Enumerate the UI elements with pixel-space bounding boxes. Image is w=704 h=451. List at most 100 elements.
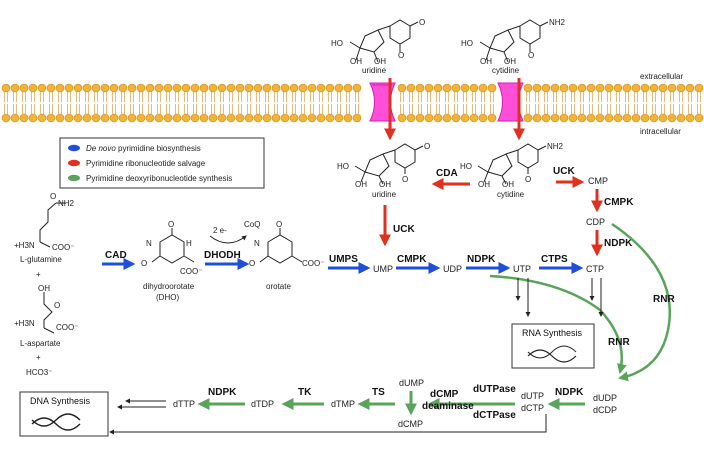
lipid-head: [298, 83, 308, 93]
metabolite-cmp: CMP: [588, 176, 608, 186]
enzyme-umps: UMPS: [329, 254, 358, 265]
dna-synthesis-box: DNA Synthesis: [19, 391, 109, 437]
enzyme-rnr-2: RNR: [608, 337, 630, 348]
lipid-head: [82, 113, 92, 123]
lipid-head: [532, 113, 542, 123]
membrane-tails: [4, 92, 701, 114]
lipid-head: [424, 83, 434, 93]
metabolite-dudp: dUDP: [593, 393, 617, 403]
lipid-head: [262, 113, 272, 123]
lipid-head: [559, 83, 569, 93]
enzyme-cda: CDA: [436, 168, 458, 179]
lipid-head: [316, 83, 326, 93]
cytidine-in-oh1: OH: [478, 180, 490, 189]
lipid-head: [451, 113, 461, 123]
lipid-head: [631, 83, 641, 93]
lipid-head: [460, 113, 470, 123]
glutamine-o: O: [50, 192, 56, 201]
lipid-head: [55, 83, 65, 93]
cytidine-in-label: cytidine: [497, 190, 525, 199]
legend-swatch-deoxy: [68, 174, 80, 182]
lipid-head: [262, 83, 272, 93]
lipid-head: [190, 83, 200, 93]
lipid-head: [406, 83, 416, 93]
orotate-structure: [259, 228, 303, 264]
lipid-head: [694, 83, 704, 93]
enzyme-dctpase: dCTPase: [473, 410, 516, 421]
cytidine-extracellular-structure: [479, 19, 549, 63]
lipid-head: [64, 113, 74, 123]
metabolite-ctp: CTP: [586, 264, 604, 274]
lipid-head: [577, 83, 587, 93]
lipid-head: [172, 83, 182, 93]
lipid-head: [145, 83, 155, 93]
lipid-head: [82, 83, 92, 93]
lipid-head: [649, 113, 659, 123]
dho-hn: N: [146, 239, 152, 248]
lipid-head: [352, 83, 362, 93]
lipid-head: [316, 113, 326, 123]
glutamine-structure: [39, 202, 66, 248]
lipid-head: [271, 83, 281, 93]
metabolite-dcmp: dCMP: [398, 419, 423, 429]
lipid-head: [10, 113, 20, 123]
uridine-in-oh1: OH: [355, 180, 367, 189]
dho-h: H: [186, 239, 192, 248]
lipid-head: [415, 113, 425, 123]
enzyme-ndpk-2: NDPK: [604, 238, 633, 249]
lipid-head: [154, 83, 164, 93]
lipid-head: [586, 113, 596, 123]
enzyme-ts: TS: [372, 387, 385, 398]
coq-label: CoQ: [244, 220, 260, 229]
lipid-head: [604, 113, 614, 123]
lipid-head: [271, 113, 281, 123]
uridine-out-label: uridine: [362, 66, 387, 75]
lipid-head: [55, 113, 65, 123]
uridine-in-o2: O: [402, 175, 408, 184]
aspartate-coo: COO⁻: [56, 323, 78, 332]
orotate-coo: COO⁻: [302, 259, 324, 268]
orotate-o2: O: [249, 259, 255, 268]
lipid-head: [577, 113, 587, 123]
enzyme-ctps: CTPS: [541, 254, 568, 265]
lipid-head: [568, 113, 578, 123]
metabolite-dctp: dCTP: [521, 403, 544, 413]
legend-box: [59, 137, 265, 189]
lipid-head: [154, 113, 164, 123]
coq-electron-arrow: [209, 235, 247, 244]
lipid-head: [676, 113, 686, 123]
lipid-head: [586, 83, 596, 93]
legend-de-novo-italic: De novo: [86, 144, 116, 153]
lipid-head: [127, 83, 137, 93]
metabolite-dcdp: dCDP: [593, 405, 617, 415]
lipid-head: [208, 83, 218, 93]
lipid-head: [559, 113, 569, 123]
lipid-head: [415, 83, 425, 93]
metabolite-ump: UMP: [373, 264, 393, 274]
dho-label: dihydroorotate: [143, 282, 195, 291]
cytidine-out-oh1: OH: [480, 57, 492, 66]
lipid-head: [46, 83, 56, 93]
cytidine-out-oh2: OH: [504, 57, 516, 66]
lipid-head: [325, 83, 335, 93]
dna-helix-icon: [31, 417, 81, 431]
cytidine-out-nh2: NH2: [549, 18, 566, 27]
uridine-out-oh1: OH: [350, 57, 362, 66]
glutamine-label: L-glutamine: [20, 255, 62, 264]
lipid-head: [532, 83, 542, 93]
lipid-head: [442, 83, 452, 93]
membrane-bottom-leaflet: [1, 113, 704, 123]
rna-synthesis-label: RNA Synthesis: [522, 328, 583, 338]
lipid-head: [235, 83, 245, 93]
lipid-head: [307, 113, 317, 123]
metabolite-dttp: dTTP: [173, 399, 195, 409]
enzyme-ndpk-1: NDPK: [467, 254, 496, 265]
lipid-head: [280, 83, 290, 93]
enzyme-cmpk-1: CMPK: [397, 254, 427, 265]
lipid-head: [676, 83, 686, 93]
lipid-head: [541, 113, 551, 123]
lipid-head: [649, 83, 659, 93]
lipid-head: [100, 83, 110, 93]
